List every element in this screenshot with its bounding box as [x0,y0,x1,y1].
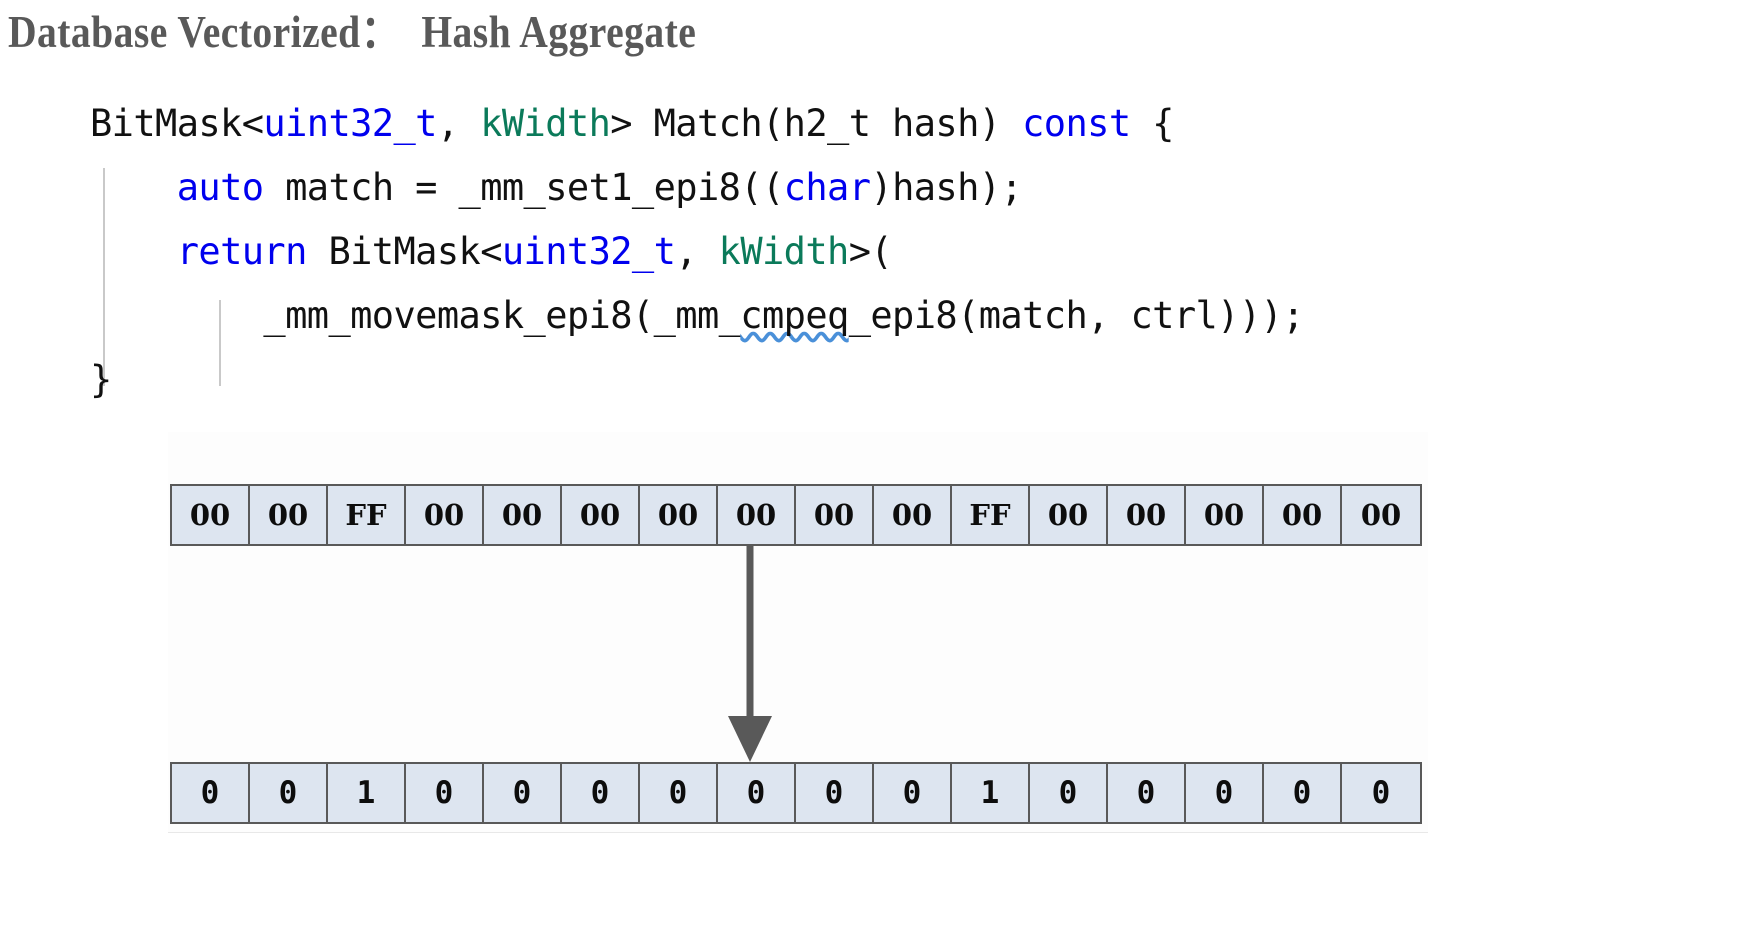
vector-cell: 0 [718,764,796,822]
vector-cell: FF [328,486,406,544]
code-token: > Match(h2_t hash) [610,102,1023,145]
code-snippet: BitMask<uint32_t, kWidth> Match(h2_t has… [90,92,1304,412]
code-token: BitMask< [306,230,502,273]
code-indent [90,294,263,337]
code-token: char [783,166,871,209]
vector-cell: FF [952,486,1030,544]
vector-cell: 0 [484,764,562,822]
vector-cell: 00 [1342,486,1420,544]
vector-cell: 0 [562,764,640,822]
vector-cell: 0 [874,764,952,822]
code-line: BitMask<uint32_t, kWidth> Match(h2_t has… [90,92,1304,156]
vector-cell: 0 [250,764,328,822]
vector-cell: 00 [1030,486,1108,544]
vector-cell: 0 [172,764,250,822]
vector-cell: 0 [406,764,484,822]
code-token: return [176,230,308,273]
code-line: _mm_movemask_epi8(_mm_cmpeq_epi8(match, … [90,284,1304,348]
vector-cell: 00 [640,486,718,544]
code-token: match = _mm_set1_epi8(( [263,166,784,209]
code-token: kWidth [480,102,611,145]
vector-cell: 0 [796,764,874,822]
code-token: kWidth [718,230,850,273]
vector-cell: 0 [1108,764,1186,822]
vector-cell: 0 [1030,764,1108,822]
code-token: _epi8(match, ctrl))); [848,294,1305,337]
code-token: BitMask< [90,102,264,145]
code-line: auto match = _mm_set1_epi8((char)hash); [90,156,1304,220]
vector-cell: 1 [952,764,1030,822]
vector-cell: 00 [172,486,250,544]
code-token: )hash); [870,166,1023,209]
code-token: uint32_t [263,102,437,145]
code-token: cmpeq [740,294,849,337]
vector-cell: 0 [1264,764,1342,822]
code-token: auto [176,166,264,209]
page-title: Database Vectorized： Hash Aggregate [8,7,697,57]
code-token: >( [848,230,893,273]
indent-guide-level-1 [103,168,105,386]
vector-cell: 00 [1264,486,1342,544]
code-line: return BitMask<uint32_t, kWidth>( [90,220,1304,284]
code-token: _mm_movemask_epi8(_mm_ [263,294,741,337]
code-token: , [436,102,481,145]
vector-cell: 00 [484,486,562,544]
vector-cell: 00 [718,486,796,544]
vector-cell: 00 [406,486,484,544]
vector-cell: 00 [874,486,952,544]
code-indent [90,166,177,209]
code-line: } [90,348,1304,412]
code-token: { [1130,102,1174,145]
vector-cell: 0 [1342,764,1420,822]
downward-arrow [728,544,772,762]
vector-cell: 0 [1186,764,1264,822]
vector-cell: 00 [796,486,874,544]
indent-guide-level-2 [219,300,221,386]
vector-cell: 00 [1108,486,1186,544]
code-indent [90,230,177,273]
code-token: uint32_t [501,230,676,273]
vector-cell: 1 [328,764,406,822]
code-token: , [675,230,719,273]
vector-cell: 00 [562,486,640,544]
vector-cell: 00 [1186,486,1264,544]
code-token: const [1022,102,1131,145]
code-token: } [90,358,112,401]
vector-cell: 0 [640,764,718,822]
vector-cell: 00 [250,486,328,544]
